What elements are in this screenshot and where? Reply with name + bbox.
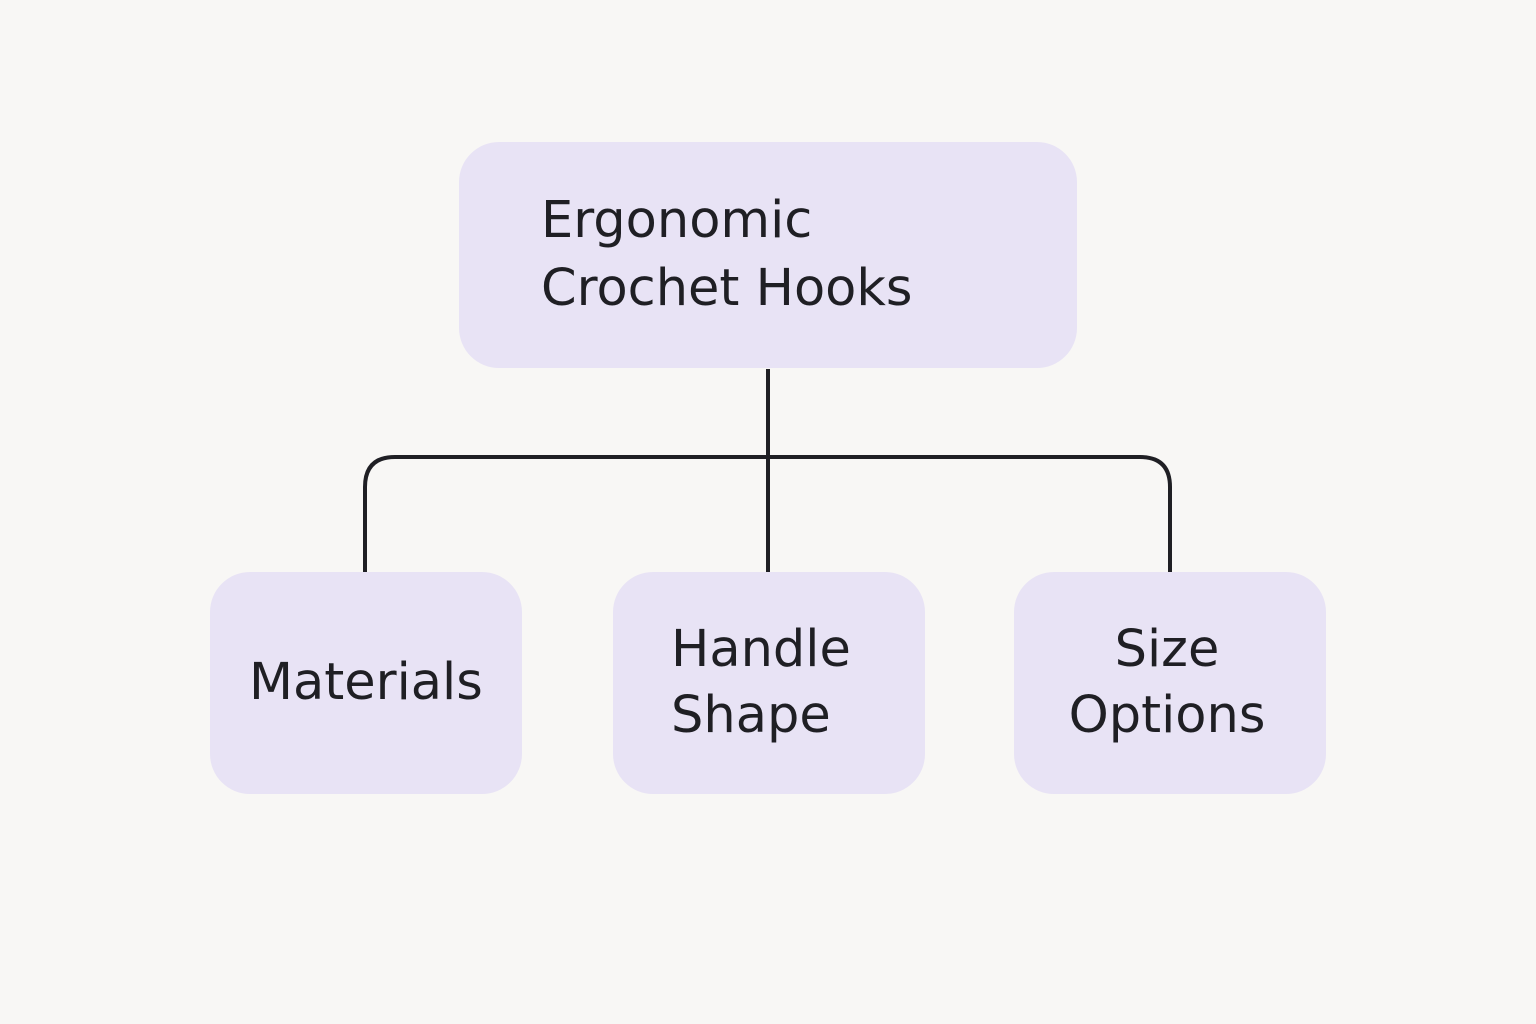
child-node-size-options-label-line-1: Size	[1114, 620, 1220, 679]
child-node-handle-shape-label-line-2: Shape	[671, 686, 831, 745]
child-node-size-options-label-line-2: Options	[1068, 686, 1266, 745]
root-node: Ergonomic Crochet Hooks	[459, 142, 1077, 368]
child-node-handle-shape-label-line-1: Handle	[671, 620, 851, 679]
child-node-materials-label: Materials	[249, 653, 483, 712]
root-node-label-line-2: Crochet Hooks	[541, 259, 913, 318]
child-node-materials: Materials	[210, 572, 522, 794]
child-node-handle-shape: Handle Shape	[613, 572, 925, 794]
root-node-label-line-1: Ergonomic	[541, 191, 813, 250]
child-node-size-options: Size Options	[1014, 572, 1326, 794]
connector-branch-bar	[363, 455, 1172, 572]
